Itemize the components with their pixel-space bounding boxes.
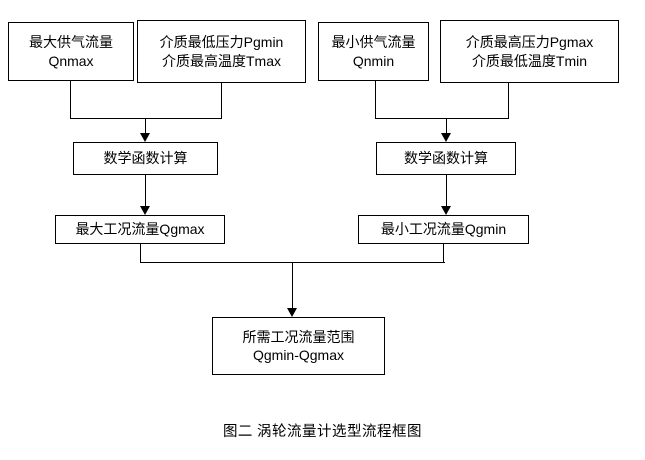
connector-qnmax-down (70, 81, 71, 118)
node-math-function-left: 数学函数计算 (73, 142, 218, 175)
node-line-2: Qnmax (48, 52, 94, 69)
node-line-1: 介质最低压力Pgmin (159, 34, 284, 51)
connector-pgmax-down (508, 83, 509, 118)
node-min-pressure-max-temp: 介质最低压力Pgmin 介质最高温度Tmax (137, 20, 306, 83)
node-line-1: 数学函数计算 (103, 150, 188, 167)
connector-pgmin-down (221, 83, 222, 118)
node-max-pressure-min-temp: 介质最高压力Pgmax 介质最低温度Tmin (440, 20, 619, 83)
connector-left-merge-bar (70, 118, 222, 119)
node-math-function-right: 数学函数计算 (376, 142, 516, 175)
node-min-supply-flow: 最小供气流量 Qnmin (318, 22, 429, 81)
connector-left-merge-stem (145, 118, 146, 134)
node-max-working-flow: 最大工况流量Qgmax (55, 215, 225, 244)
node-line-1: 介质最高压力Pgmax (465, 34, 594, 51)
figure-caption: 图二 涡轮流量计选型流程框图 (222, 424, 423, 440)
connector-right-merge-stem (446, 118, 447, 134)
connector-qnmin-down (375, 81, 376, 118)
node-max-supply-flow: 最大供气流量 Qnmax (8, 22, 134, 81)
arrowhead-to-qgmin (441, 206, 451, 215)
node-line-2: Qnmin (352, 52, 395, 69)
node-line-1: 所需工况流量范围 (242, 328, 355, 345)
arrowhead-to-qgmax (140, 206, 150, 215)
arrowhead-to-calc-left (140, 133, 150, 142)
node-required-flow-range: 所需工况流量范围 Qgmin-Qgmax (212, 317, 385, 375)
connector-calcright-to-qgmin (446, 175, 447, 207)
node-line-2: 介质最高温度Tmax (162, 52, 281, 69)
node-line-2: 介质最低温度Tmin (471, 52, 588, 69)
node-line-2: Qgmin-Qgmax (252, 347, 345, 363)
node-line-1: 最小供气流量 (331, 34, 416, 51)
connector-right-merge-bar (375, 118, 509, 119)
connector-qgmin-down (443, 244, 444, 263)
connector-calcleft-to-qgmax (145, 175, 146, 207)
arrowhead-to-result (287, 308, 297, 317)
node-line-1: 最大工况流量Qgmax (75, 221, 205, 238)
arrowhead-to-calc-right (441, 133, 451, 142)
node-line-1: 最大供气流量 (29, 34, 113, 51)
node-line-1: 数学函数计算 (404, 150, 488, 167)
connector-qgmax-down (140, 244, 141, 263)
node-line-1: 最小工况流量Qgmin (380, 221, 507, 238)
connector-bottom-merge-stem (292, 262, 293, 309)
node-min-working-flow: 最小工况流量Qgmin (358, 215, 529, 244)
